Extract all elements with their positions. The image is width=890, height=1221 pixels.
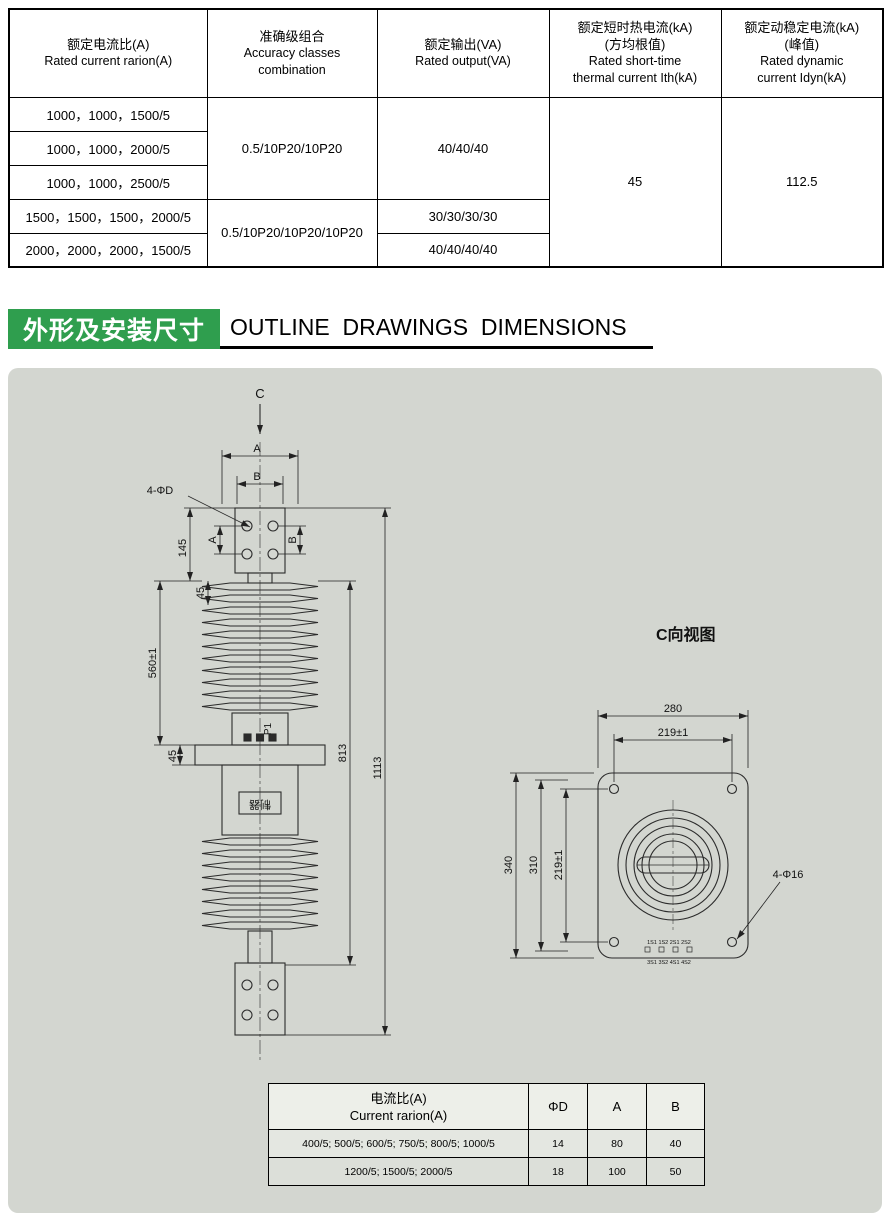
header-rated-output-zh: 额定输出(VA) xyxy=(424,37,502,53)
ratio-cell: 1000，1000，2000/5 xyxy=(8,130,208,166)
dim-ratio-cell: 1200/5; 1500/5; 2000/5 xyxy=(268,1157,529,1186)
c-view-title: C向视图 xyxy=(656,625,716,644)
table-row: 1500，1500，1500，2000/5 0.5/10P20/10P20/10… xyxy=(8,198,883,268)
accuracy-cell: 0.5/10P20/10P20/10P20 xyxy=(206,198,378,268)
dim-a-label: A xyxy=(253,443,261,455)
header-accuracy-zh: 准确级组合 xyxy=(259,28,325,44)
outline-drawing-svg: C A B 4-ΦD A B 145 45 560±1 45 813 1113 … xyxy=(147,386,803,1060)
header-accuracy-en2: combination xyxy=(258,62,326,77)
header-rated-output-en: Rated output(VA) xyxy=(415,54,511,69)
output-cell: 30/30/30/30 xyxy=(376,198,550,234)
spec-table: 额定电流比(A) Rated current rarion(A) 准确级组合 A… xyxy=(8,8,884,268)
nameplate-box xyxy=(238,791,282,815)
header-dynamic-l1: 额定动稳定电流(kA) xyxy=(744,20,860,36)
front-view-dimensions xyxy=(154,450,391,1036)
dim-header-b: B xyxy=(646,1083,705,1130)
dim-d-cell: 14 xyxy=(528,1129,588,1158)
dim-b-cell: 40 xyxy=(646,1129,705,1158)
p1-terminal-label: P1 xyxy=(263,722,274,735)
mid-body xyxy=(221,764,299,836)
header-rated-output: 额定输出(VA) Rated output(VA) xyxy=(376,8,550,98)
header-current-ratio-en: Rated current rarion(A) xyxy=(44,54,173,69)
header-current-ratio-zh: 额定电流比(A) xyxy=(67,37,150,53)
dim-header-ratio-en: Current rarion(A) xyxy=(349,1107,448,1123)
dim-b-label: B xyxy=(253,471,260,483)
dim-b-cell: 50 xyxy=(646,1157,705,1186)
ratio-cell: 1500，1500，1500，2000/5 xyxy=(8,198,208,234)
dim-header-ratio: 电流比(A) Current rarion(A) xyxy=(268,1083,529,1130)
drawing-panel: C A B 4-ΦD A B 145 45 560±1 45 813 1113 … xyxy=(8,368,882,1213)
front-view xyxy=(187,404,326,1060)
header-dynamic-l2: (峰值) xyxy=(784,37,820,53)
dim-219-top-label: 219±1 xyxy=(658,727,689,739)
dim-table-header-row: 电流比(A) Current rarion(A) ΦD A B xyxy=(268,1083,705,1130)
header-thermal-l3: Rated short-time xyxy=(588,54,682,69)
nameplate-text: 制器 xyxy=(249,798,271,811)
dim-45-top-label: 45 xyxy=(195,587,207,599)
dim-340-label: 340 xyxy=(503,856,515,874)
terminal-marks-row1: 1S1 1S2 2S1 2S2 xyxy=(647,940,691,946)
section-title-zh: 外形及安装尺寸 xyxy=(8,309,221,349)
header-accuracy-en1: Accuracy classes xyxy=(243,45,341,60)
dimension-table: 电流比(A) Current rarion(A) ΦD A B 400/5; 5… xyxy=(268,1083,705,1186)
ratio-cell: 2000，2000，2000，1500/5 xyxy=(8,232,208,268)
flange-plate xyxy=(597,772,749,959)
hole-16-label: 4-Φ16 xyxy=(773,869,804,881)
ratio-cell: 1000，1000，1500/5 xyxy=(8,96,208,132)
dim-813-label: 813 xyxy=(337,744,349,762)
top-view xyxy=(597,772,749,959)
dim-280-label: 280 xyxy=(664,703,682,715)
header-thermal-l1: 额定短时热电流(kA) xyxy=(577,20,693,36)
spec-header-row: 额定电流比(A) Rated current rarion(A) 准确级组合 A… xyxy=(8,8,884,98)
dynamic-cell: 112.5 xyxy=(720,96,884,268)
header-current-ratio: 额定电流比(A) Rated current rarion(A) xyxy=(8,8,208,98)
header-thermal-current: 额定短时热电流(kA) (方均根值) Rated short-time ther… xyxy=(548,8,722,98)
dim-219-left-label: 219±1 xyxy=(553,850,565,881)
output-cell: 40/40/40/40 xyxy=(376,232,550,268)
dim-310-label: 310 xyxy=(528,856,540,874)
dim-header-a: A xyxy=(587,1083,647,1130)
dim-d-cell: 18 xyxy=(528,1157,588,1186)
dim-1113-label: 1113 xyxy=(372,757,384,780)
section-title-en: OUTLINE DRAWINGS DIMENSIONS xyxy=(220,309,653,349)
table-row: 1000，1000，1500/5 0.5/10P20/10P20 40/40/4… xyxy=(8,96,884,268)
ratio-cell: 1000，1000，2500/5 xyxy=(8,164,208,200)
dim-header-ratio-zh: 电流比(A) xyxy=(370,1090,427,1106)
hole-d-label: 4-ΦD xyxy=(147,485,174,497)
upper-insulator xyxy=(201,582,319,711)
header-dynamic-l3: Rated dynamic xyxy=(760,54,844,69)
header-accuracy: 准确级组合 Accuracy classes combination xyxy=(206,8,378,98)
c-arrow-label: C xyxy=(255,386,264,401)
header-thermal-l4: thermal current Ith(kA) xyxy=(572,71,698,86)
top-view-labels: C向视图 280 219±1 340 310 219±1 4-Φ16 1S1 1… xyxy=(503,625,803,966)
dim-b-side-label: B xyxy=(287,536,299,543)
front-view-labels: C A B 4-ΦD A B 145 45 560±1 45 813 1113 … xyxy=(147,386,384,811)
table-row: 1200/5; 1500/5; 2000/5 18 100 50 xyxy=(268,1157,705,1186)
dim-ratio-cell: 400/5; 500/5; 600/5; 750/5; 800/5; 1000/… xyxy=(268,1129,529,1158)
dim-a-cell: 100 xyxy=(587,1157,647,1186)
bottom-terminal xyxy=(234,962,286,1036)
dim-45-flange-label: 45 xyxy=(167,750,179,762)
table-row: 1000，1000，2500/5 xyxy=(8,164,883,200)
header-thermal-l2: (方均根值) xyxy=(604,37,666,53)
section-header: 外形及安装尺寸 OUTLINE DRAWINGS DIMENSIONS xyxy=(8,309,653,349)
table-row: 2000，2000，2000，1500/5 40/40/40/40 xyxy=(8,232,883,268)
dim-145-label: 145 xyxy=(177,539,189,557)
top-view-dimensions xyxy=(510,710,781,959)
table-row: 1000，1000，2000/5 xyxy=(8,130,883,166)
terminal-marks-row2: 3S1 3S2 4S1 4S2 xyxy=(647,960,691,966)
header-dynamic-current: 额定动稳定电流(kA) (峰值) Rated dynamic current I… xyxy=(720,8,884,98)
dim-a-side-label: A xyxy=(207,536,219,544)
output-cell: 40/40/40 xyxy=(376,96,550,200)
dim-a-cell: 80 xyxy=(587,1129,647,1158)
accuracy-cell: 0.5/10P20/10P20 xyxy=(206,96,378,200)
thermal-cell: 45 xyxy=(548,96,722,268)
table-row: 400/5; 500/5; 600/5; 750/5; 800/5; 1000/… xyxy=(268,1129,705,1158)
dim-560-label: 560±1 xyxy=(147,648,159,679)
header-dynamic-l4: current Idyn(kA) xyxy=(757,71,847,86)
dim-header-phid: ΦD xyxy=(528,1083,588,1130)
